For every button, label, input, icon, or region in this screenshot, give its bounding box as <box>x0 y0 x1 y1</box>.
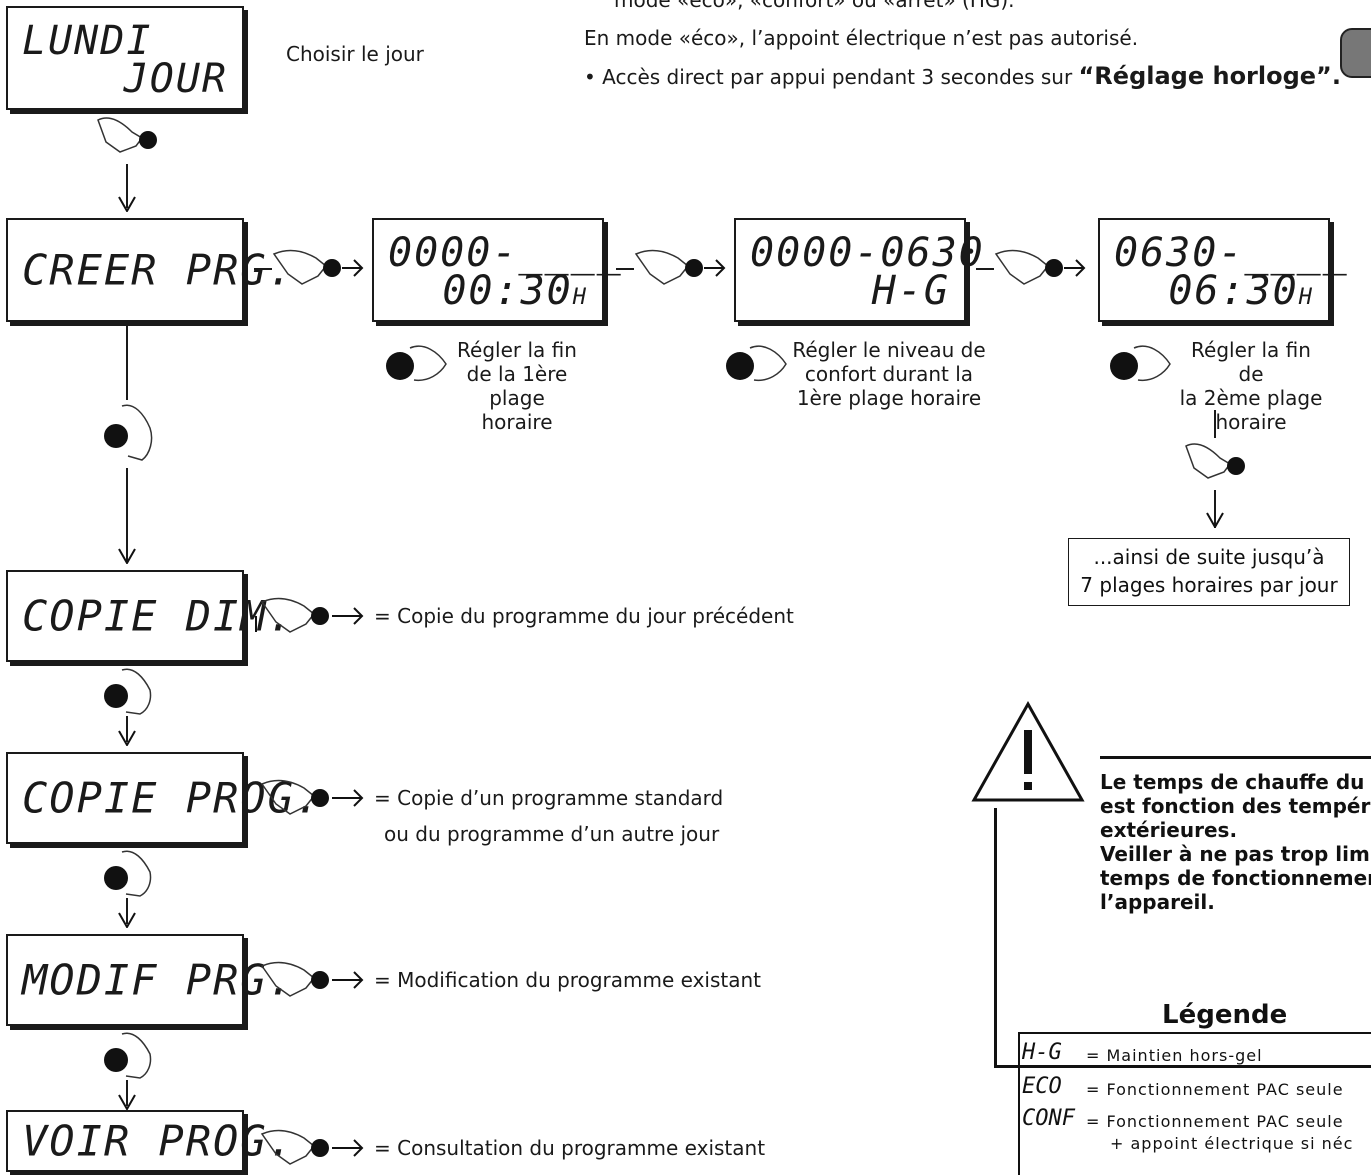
rotate-knob-icon <box>1185 443 1245 479</box>
day-display: LUNDI JOUR <box>6 6 244 110</box>
warning-line: extérieures. <box>1100 818 1238 842</box>
menu-copy-sunday[interactable]: COPIE DIM. <box>6 570 293 662</box>
button-graphic-icon <box>1340 28 1371 78</box>
top-text-line0: mode «éco», «confort» ou «arrêt» (HG). <box>614 0 1015 12</box>
step3-value: 06:30 <box>1168 268 1299 314</box>
legend-desc-conf-extra: + appoint électrique si néc <box>1110 1134 1354 1153</box>
step3-display: 0630-____ 06:30H <box>1098 218 1347 322</box>
turn-knob-icon <box>104 404 153 461</box>
step1-caption: Régler la fin de la 1ère plage horaire <box>457 338 577 434</box>
flow-line <box>126 1080 128 1106</box>
rotate-knob-icon <box>97 117 157 153</box>
flow-line <box>126 898 128 924</box>
turn-knob-icon <box>104 668 152 715</box>
press-knob-icon <box>260 779 364 815</box>
step1-unit: H <box>572 285 588 310</box>
arrow-down-icon <box>118 730 136 746</box>
top-text-line1: En mode «éco», l’appoint électrique n’es… <box>584 26 1139 50</box>
menu-modify-label: MODIF PRG. <box>22 955 295 1005</box>
result-view: = Consultation du programme existant <box>374 1136 766 1160</box>
turn-knob-icon <box>386 345 447 382</box>
step1-line2: 00:30H <box>442 268 588 314</box>
top-text-line2-prefix: • Accès direct par appui pendant 3 secon… <box>584 65 1079 89</box>
warning-line: l’appareil. <box>1100 890 1215 914</box>
result-copy-program-1: = Copie d’un programme standard <box>374 786 724 810</box>
menu-view-label: VOIR PROG. <box>22 1116 295 1166</box>
arrow-down-icon <box>118 196 136 212</box>
menu-copy-sunday-label: COPIE DIM. <box>22 591 295 641</box>
result-copy-program-2: ou du programme d’un autre jour <box>384 822 720 846</box>
legend-desc-hg: = Maintien hors-gel <box>1086 1046 1263 1065</box>
turn-knob-icon <box>104 850 152 897</box>
step3-line2: 06:30H <box>1168 268 1314 314</box>
legend-box <box>1018 1032 1371 1175</box>
warning-icon <box>971 700 1085 802</box>
arrow-down-icon <box>118 1094 136 1110</box>
connector-line <box>254 268 272 270</box>
step2-line1: 0000-0630 <box>750 230 985 276</box>
step2-line2: H-G <box>871 268 950 314</box>
step1-display: 0000-____ 00:30H <box>372 218 621 322</box>
step3-line1: 0630-____ <box>1114 230 1349 276</box>
continue-line1: ...ainsi de suite jusqu’à <box>1093 545 1325 569</box>
warning-frame <box>994 808 1371 1068</box>
day-display-line2: JOUR <box>123 56 228 102</box>
menu-view-program[interactable]: VOIR PROG. <box>6 1110 293 1172</box>
legend-title: Légende <box>1162 1000 1288 1030</box>
warning-line: Veiller à ne pas trop limit <box>1100 842 1371 866</box>
legend-code-conf: CONF <box>1022 1106 1075 1131</box>
top-text-line2-bold: “Réglage horloge”. <box>1078 62 1341 90</box>
warning-line: temps de fonctionnemen <box>1100 866 1371 890</box>
press-knob-icon <box>260 961 364 997</box>
flow-line <box>126 324 128 400</box>
menu-create-program[interactable]: CREER PRG. <box>6 218 293 322</box>
result-modify: = Modification du programme existant <box>374 968 762 992</box>
arrow-down-icon <box>1206 512 1224 528</box>
turn-knob-icon <box>104 1032 152 1079</box>
choose-day-label: Choisir le jour <box>286 42 424 66</box>
result-copy-sunday: = Copie du programme du jour précédent <box>374 604 794 628</box>
connector-line <box>976 268 994 270</box>
legend-code-hg: H-G <box>1022 1040 1062 1065</box>
flow-line <box>126 164 128 208</box>
warning-text: Le temps de chauffe du b est fonction de… <box>1100 770 1371 914</box>
menu-modify-program[interactable]: MODIF PRG. <box>6 934 293 1026</box>
step3-caption: Régler la fin de la 2ème plage horaire <box>1179 338 1323 434</box>
flow-line <box>126 716 128 742</box>
step3-unit: H <box>1298 285 1314 310</box>
menu-copy-program[interactable]: COPIE PROG. <box>6 752 320 844</box>
press-knob-icon <box>255 597 364 633</box>
press-knob-icon <box>272 249 364 285</box>
flow-line <box>1214 410 1216 438</box>
connector-line <box>616 268 634 270</box>
press-knob-icon <box>634 249 726 285</box>
press-knob-icon <box>260 1129 364 1165</box>
step2-caption: Régler le niveau de confort durant la 1è… <box>792 338 986 410</box>
continue-line2: 7 plages horaires par jour <box>1080 573 1338 597</box>
press-knob-icon <box>994 249 1086 285</box>
flow-line <box>1214 490 1216 528</box>
step1-line1: 0000-____ <box>388 230 623 276</box>
warning-line: est fonction des tempéra <box>1100 794 1371 818</box>
step2-display: 0000-0630 H-G <box>734 218 983 322</box>
menu-create-label: CREER PRG. <box>22 245 295 295</box>
warning-frame-top <box>1100 756 1371 759</box>
legend-code-eco: ECO <box>1022 1074 1062 1099</box>
legend-desc-conf: = Fonctionnement PAC seule <box>1086 1112 1344 1131</box>
legend-desc-eco: = Fonctionnement PAC seule <box>1086 1080 1344 1099</box>
turn-knob-icon <box>1110 345 1171 382</box>
warning-line: Le temps de chauffe du b <box>1100 770 1371 794</box>
arrow-down-icon <box>118 548 136 564</box>
arrow-down-icon <box>118 912 136 928</box>
flow-line <box>126 468 128 562</box>
day-display-line1: LUNDI <box>22 18 153 64</box>
step1-value: 00:30 <box>442 268 573 314</box>
continue-box: ...ainsi de suite jusqu’à 7 plages horai… <box>1068 538 1350 606</box>
top-text-line2: • Accès direct par appui pendant 3 secon… <box>584 62 1341 90</box>
turn-knob-icon <box>726 345 787 382</box>
